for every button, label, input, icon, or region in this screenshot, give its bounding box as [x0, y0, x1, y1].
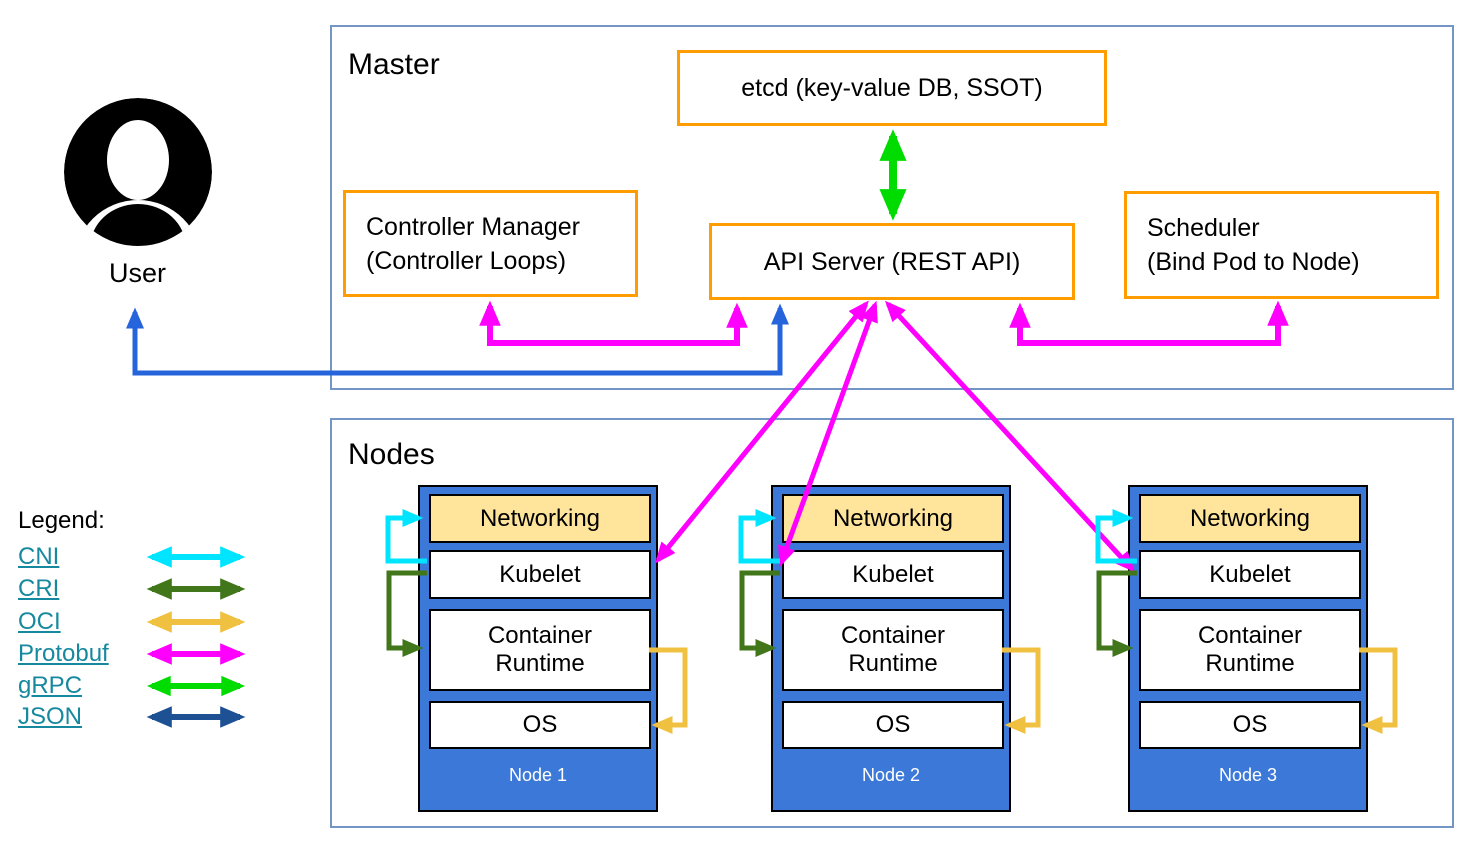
node-2: Networking Kubelet Container Runtime OS … [771, 485, 1011, 812]
user-label: User [108, 258, 166, 288]
networking-label: Networking [1189, 504, 1311, 532]
api-server-box: API Server (REST API) [709, 223, 1075, 300]
node-1-kubelet-box: Kubelet [429, 550, 651, 599]
node-2-networking-box: Networking [782, 494, 1004, 543]
legend-title: Legend: [18, 507, 105, 534]
legend-link-cri[interactable]: CRI [18, 575, 60, 602]
node-2-container-runtime-box: Container Runtime [782, 609, 1004, 691]
controller-manager-sublabel: (Controller Loops) [366, 246, 567, 275]
node-3-kubelet-box: Kubelet [1139, 550, 1361, 599]
etcd-label: etcd (key-value DB, SSOT) [741, 74, 1043, 102]
etcd-box: etcd (key-value DB, SSOT) [677, 50, 1107, 126]
legend-link-json[interactable]: JSON [18, 703, 83, 730]
kubelet-label: Kubelet [499, 560, 581, 588]
controller-manager-label: Controller Manager [366, 212, 580, 241]
user-icon [64, 98, 212, 246]
node-1: Networking Kubelet Container Runtime OS … [418, 485, 658, 812]
legend-link-grpc[interactable]: gRPC [18, 672, 83, 699]
api-server-label: API Server (REST API) [763, 247, 1021, 276]
os-label: OS [522, 711, 558, 738]
node-2-kubelet-box: Kubelet [782, 550, 1004, 599]
node-3-os-box: OS [1139, 701, 1361, 749]
controller-manager-box: Controller Manager (Controller Loops) [343, 190, 638, 297]
node-2-label: Node 2 [861, 765, 921, 785]
os-label: OS [875, 711, 911, 738]
kubelet-label: Kubelet [1209, 560, 1291, 588]
kubelet-label: Kubelet [852, 560, 934, 588]
node-3-container-runtime-box: Container Runtime [1139, 609, 1361, 691]
master-section-title: Master [348, 48, 440, 81]
node-3-networking-box: Networking [1139, 494, 1361, 543]
node-1-container-runtime-box: Container Runtime [429, 609, 651, 691]
legend-link-oci[interactable]: OCI [18, 608, 61, 635]
node-1-os-box: OS [429, 701, 651, 749]
node-1-label: Node 1 [508, 765, 568, 785]
networking-label: Networking [832, 504, 954, 532]
node-2-os-box: OS [782, 701, 1004, 749]
scheduler-label: Scheduler [1147, 214, 1260, 242]
container-runtime-label: Container Runtime [1197, 622, 1303, 677]
networking-label: Networking [479, 504, 601, 532]
container-runtime-label: Container Runtime [487, 622, 593, 677]
node-3-label: Node 3 [1218, 765, 1278, 785]
container-runtime-label: Container Runtime [840, 622, 946, 677]
node-3: Networking Kubelet Container Runtime OS … [1128, 485, 1368, 812]
legend-link-protobuf[interactable]: Protobuf [18, 640, 109, 667]
scheduler-box: Scheduler (Bind Pod to Node) [1124, 191, 1439, 299]
nodes-section-title: Nodes [348, 438, 435, 471]
os-label: OS [1232, 711, 1268, 738]
scheduler-sublabel: (Bind Pod to Node) [1147, 248, 1360, 276]
legend-link-cni[interactable]: CNI [18, 543, 60, 570]
node-1-networking-box: Networking [429, 494, 651, 543]
